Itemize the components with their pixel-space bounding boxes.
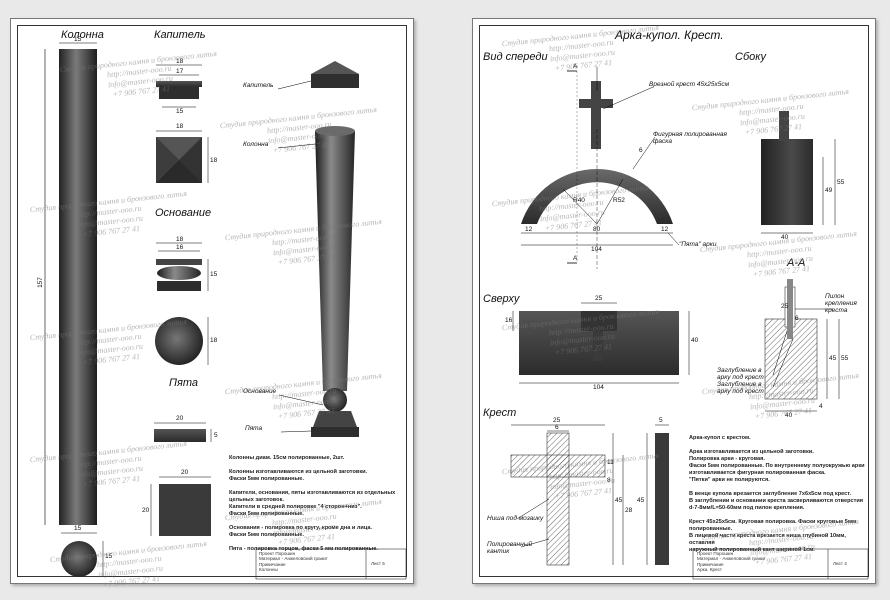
callout-mosaic-niche: Ниша под мозаику bbox=[487, 515, 544, 522]
dim-cap-w1: 18 bbox=[176, 58, 184, 65]
dim-front-12a: 12 bbox=[525, 226, 533, 233]
dim-cross-side-45: 45 bbox=[637, 497, 645, 504]
callout-column: Колонна bbox=[243, 141, 269, 148]
heading-column: Колонна bbox=[61, 29, 104, 41]
dim-base-top-h: 18 bbox=[210, 337, 218, 344]
dim-top-16: 16 bbox=[505, 317, 513, 324]
dim-front-6: 6 bbox=[639, 147, 643, 154]
dim-sec-25: 25 bbox=[781, 303, 789, 310]
dim-top-104: 104 bbox=[593, 384, 604, 391]
dim-cap-top-h: 18 bbox=[210, 157, 218, 164]
sheet-title: Арка-купол. Крест. bbox=[615, 28, 724, 42]
dim-cap-w2: 17 bbox=[176, 68, 184, 75]
section-mark-a-bottom: А bbox=[573, 255, 578, 262]
dim-side-55: 55 bbox=[837, 179, 845, 186]
callout-pylon: Пилон крепления креста bbox=[825, 293, 857, 314]
dim-col-top: 15 bbox=[74, 36, 82, 43]
callout-bevel: Фигурная полированная фаска bbox=[653, 131, 727, 145]
dim-cross-45: 45 bbox=[615, 497, 623, 504]
sheet-frame bbox=[479, 25, 869, 577]
heading-base: Основание bbox=[155, 207, 212, 219]
sheet-arch-cross: Арка-купол. Крест. Вид спереди Сбоку Све… bbox=[472, 18, 876, 584]
sheet-columns: Колонна Капитель Основание Пята bbox=[10, 18, 414, 589]
callout-polished-edge: Полированный кантик bbox=[487, 541, 533, 555]
dim-cross-11: 11 bbox=[607, 459, 614, 466]
dim-col-bottom-w: 15 bbox=[74, 525, 82, 532]
dim-cross-25: 25 bbox=[553, 417, 561, 424]
callout-base: Основание bbox=[243, 388, 277, 395]
dim-heel-h: 5 bbox=[214, 432, 218, 439]
heading-cross: Крест bbox=[483, 407, 517, 419]
dim-col-bottom-h: 15 bbox=[105, 553, 113, 560]
heading-top-view: Сверху bbox=[483, 293, 520, 305]
dim-base-w2: 16 bbox=[176, 244, 184, 251]
dim-sec-4: 4 bbox=[819, 403, 823, 410]
dim-base-w3: 15 bbox=[210, 271, 218, 278]
callout-recess-2: Заглубление в арку под крест bbox=[717, 381, 764, 395]
dim-top-25: 25 bbox=[595, 295, 603, 302]
section-mark-a-top: А bbox=[573, 63, 578, 70]
stamp-project-left: Проект Порошин Материал - Анжеловский гр… bbox=[259, 551, 328, 573]
dim-cross-8: 8 bbox=[607, 477, 611, 484]
heading-front-view: Вид спереди bbox=[483, 51, 548, 63]
notes-left: Колонны диам. 15см полированные, 2шт. Ко… bbox=[229, 455, 396, 552]
heading-side-view: Сбоку bbox=[735, 51, 766, 63]
heading-heel: Пята bbox=[169, 377, 199, 389]
heading-capital: Капитель bbox=[154, 29, 206, 41]
dim-heel-w: 20 bbox=[176, 415, 184, 422]
callout-capital: Капитель bbox=[243, 82, 274, 89]
dim-sec-45: 45 bbox=[829, 355, 837, 362]
column-drawing bbox=[44, 42, 407, 580]
dim-front-80: 80 bbox=[593, 226, 601, 233]
arch-drawing bbox=[510, 67, 869, 580]
dim-front-104: 104 bbox=[591, 246, 602, 253]
notes-right: Арка-купол с крестом. Арка изготавливает… bbox=[689, 435, 865, 553]
dim-cap-w3: 15 bbox=[176, 108, 184, 115]
dim-cross-side-5: 5 bbox=[659, 417, 663, 424]
dim-side-40: 40 bbox=[781, 234, 789, 241]
callout-recess-1: Заглубление в арку под крест bbox=[717, 367, 764, 381]
dim-radius-inner: R52 bbox=[613, 197, 625, 204]
dim-cross-6: 6 bbox=[555, 424, 559, 431]
dim-base-w1: 18 bbox=[176, 236, 184, 243]
stamp-sheet-number-right: Лист 4 bbox=[833, 561, 847, 566]
sheet-frame bbox=[17, 25, 407, 577]
dim-front-12b: 12 bbox=[661, 226, 669, 233]
dim-radius-outer: R40 bbox=[573, 197, 585, 204]
dim-sec-40: 40 bbox=[785, 412, 793, 419]
section-label: А-А bbox=[787, 257, 806, 269]
dim-side-49: 49 bbox=[825, 187, 833, 194]
dim-sec-55: 55 bbox=[841, 355, 849, 362]
dim-cap-top-w: 18 bbox=[176, 123, 184, 130]
dim-top-40: 40 bbox=[691, 337, 699, 344]
dim-heel-sq-w: 20 bbox=[181, 469, 189, 476]
callout-insert-cross: Врезной крест 45х25х5см bbox=[649, 81, 730, 88]
dim-heel-sq-h: 20 bbox=[142, 507, 150, 514]
stamp-sheet-number-left: Лист 5 bbox=[371, 561, 385, 566]
callout-heel: Пята bbox=[245, 425, 263, 432]
stamp-project-right: Проект Порошин Материал - Анжеловский гр… bbox=[697, 551, 766, 573]
dim-cross-28: 28 bbox=[625, 507, 633, 514]
dim-sec-6: 6 bbox=[795, 315, 799, 322]
dim-col-height: 157 bbox=[36, 277, 44, 288]
callout-heels: "Пята" арки bbox=[679, 241, 717, 248]
